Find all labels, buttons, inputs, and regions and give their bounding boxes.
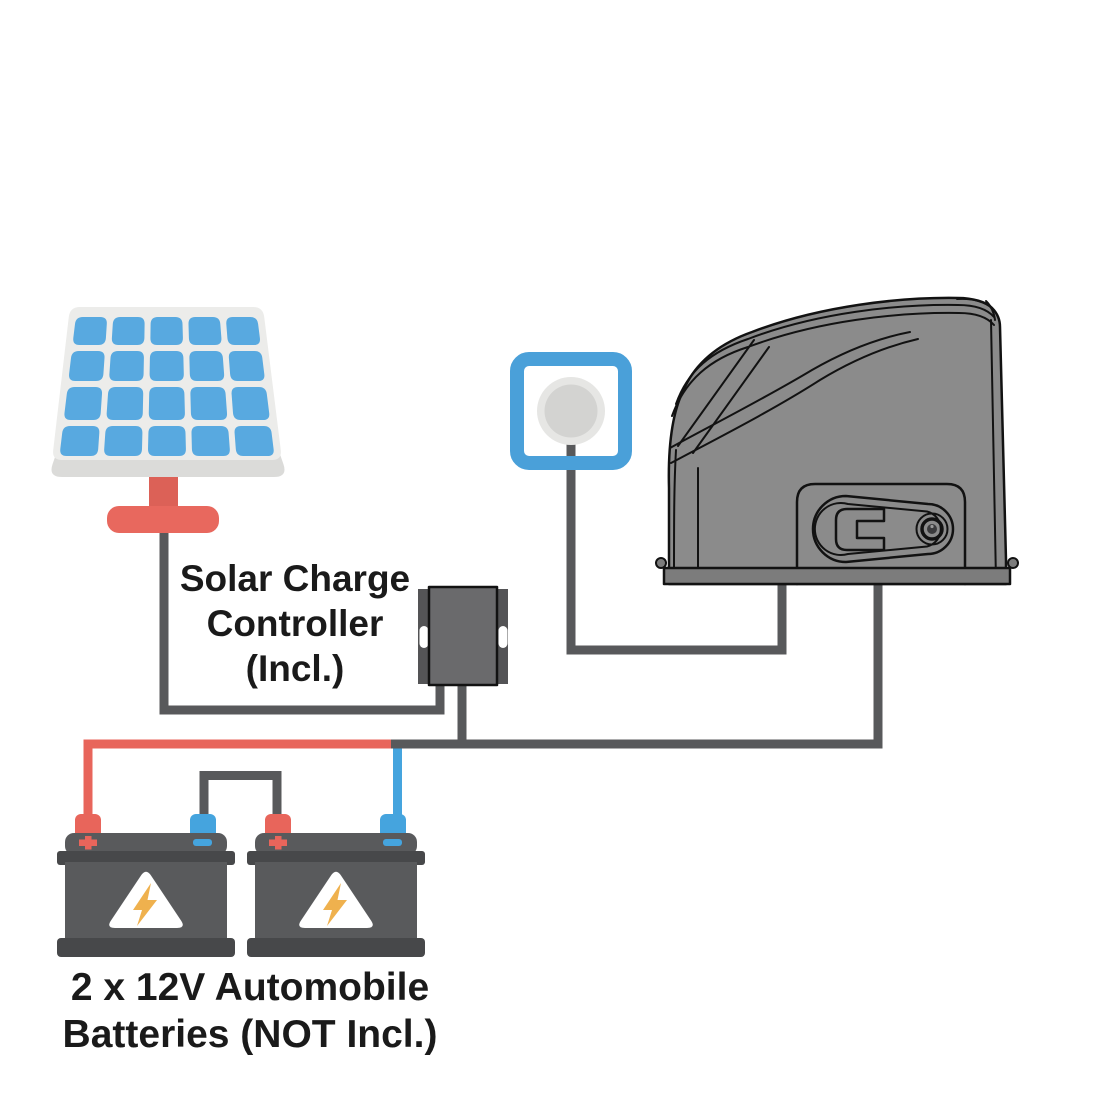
solar-cell (150, 317, 183, 345)
battery-2 (247, 814, 425, 957)
solar-cell (148, 387, 185, 420)
keyhole-icon (915, 512, 949, 546)
battery-1 (57, 814, 235, 957)
opener-rim-line-1 (675, 303, 995, 405)
opener-corner-roll (956, 297, 996, 321)
solar-cell (231, 387, 270, 420)
solar-cell (69, 351, 105, 381)
controller-slot-left (419, 626, 429, 648)
opener-release-bracket (834, 507, 886, 552)
opener-bolt-left (655, 557, 667, 569)
lightning-bolt-icon (133, 883, 157, 926)
batteries-label-line1: 2 x 12V Automobile (70, 966, 430, 1009)
keyhole-pin (930, 524, 934, 529)
opener-right-line (990, 319, 997, 582)
battery-lid (255, 833, 417, 855)
charge-controller (418, 585, 508, 687)
gate-opener (655, 296, 1019, 586)
minus-mark (193, 839, 212, 846)
wire-battery-jumper (199, 771, 282, 841)
wire-bus-to-opener (391, 583, 883, 749)
solar-cell (226, 317, 260, 345)
keyhole-outer-ring (915, 512, 949, 546)
battery-top-band (247, 851, 425, 865)
button-frame (510, 352, 632, 470)
opener-bolt-right (1007, 557, 1019, 569)
solar-cell (104, 426, 143, 456)
opener-crease-1 (677, 339, 755, 447)
opener-swoosh-line-1 (669, 331, 911, 449)
controller-label-line1: Solar Charge (179, 558, 411, 599)
solar-cell (228, 351, 265, 381)
solar-cell (190, 387, 228, 420)
opener-swoosh-line-2 (670, 338, 919, 464)
battery-top-band (57, 851, 235, 865)
opener-access-cover (795, 482, 967, 586)
solar-cell (188, 317, 222, 345)
solar-cell (111, 317, 145, 345)
battery-bottom-band (57, 938, 235, 957)
solar-cell (60, 426, 100, 456)
batteries-label-line2: Batteries (NOT Incl.) (62, 1013, 438, 1056)
plus-mark (269, 836, 287, 850)
solar-cell (234, 426, 274, 456)
keyhole-center (927, 524, 937, 534)
solar-cell (191, 426, 230, 456)
solar-cell (147, 426, 186, 456)
solar-panel (51, 307, 285, 533)
solar-cell (109, 351, 144, 381)
batteries-label: 2 x 12V Automobile Batteries (NOT Incl.) (30, 964, 470, 1058)
wall-button (510, 352, 632, 470)
wire-battery1-positive (83, 739, 393, 841)
battery-lid (65, 833, 227, 855)
plus-mark (79, 836, 97, 850)
controller-body (427, 585, 499, 687)
controller-slot-right (498, 626, 508, 648)
lightning-bolt-icon (323, 883, 347, 926)
solar-cell (106, 387, 144, 420)
keyhole-mid-ring (920, 517, 944, 541)
controller-label-line3: (Incl.) (245, 648, 345, 689)
solar-panel-frame (53, 307, 281, 460)
controller-label: Solar Charge Controller (Incl.) (130, 556, 460, 691)
opener-rim-line-2 (671, 311, 995, 417)
wire-button-to-opener (566, 430, 787, 655)
solar-cells (60, 317, 274, 456)
solar-cell (73, 317, 107, 345)
opener-crease-2 (692, 346, 770, 454)
controller-label-line2: Controller (206, 603, 384, 644)
battery-bottom-band (247, 938, 425, 957)
solar-cell (149, 351, 184, 381)
solar-panel-pole (149, 468, 178, 516)
wires (83, 430, 883, 841)
minus-mark (383, 839, 402, 846)
button-inner-circle (544, 384, 598, 438)
solar-cell (189, 351, 225, 381)
solar-cell (64, 387, 103, 420)
wire-solar-to-controller (159, 529, 445, 715)
solar-panel-base (107, 506, 219, 533)
opener-base-rail (662, 566, 1012, 586)
opener-left-line (673, 449, 699, 582)
